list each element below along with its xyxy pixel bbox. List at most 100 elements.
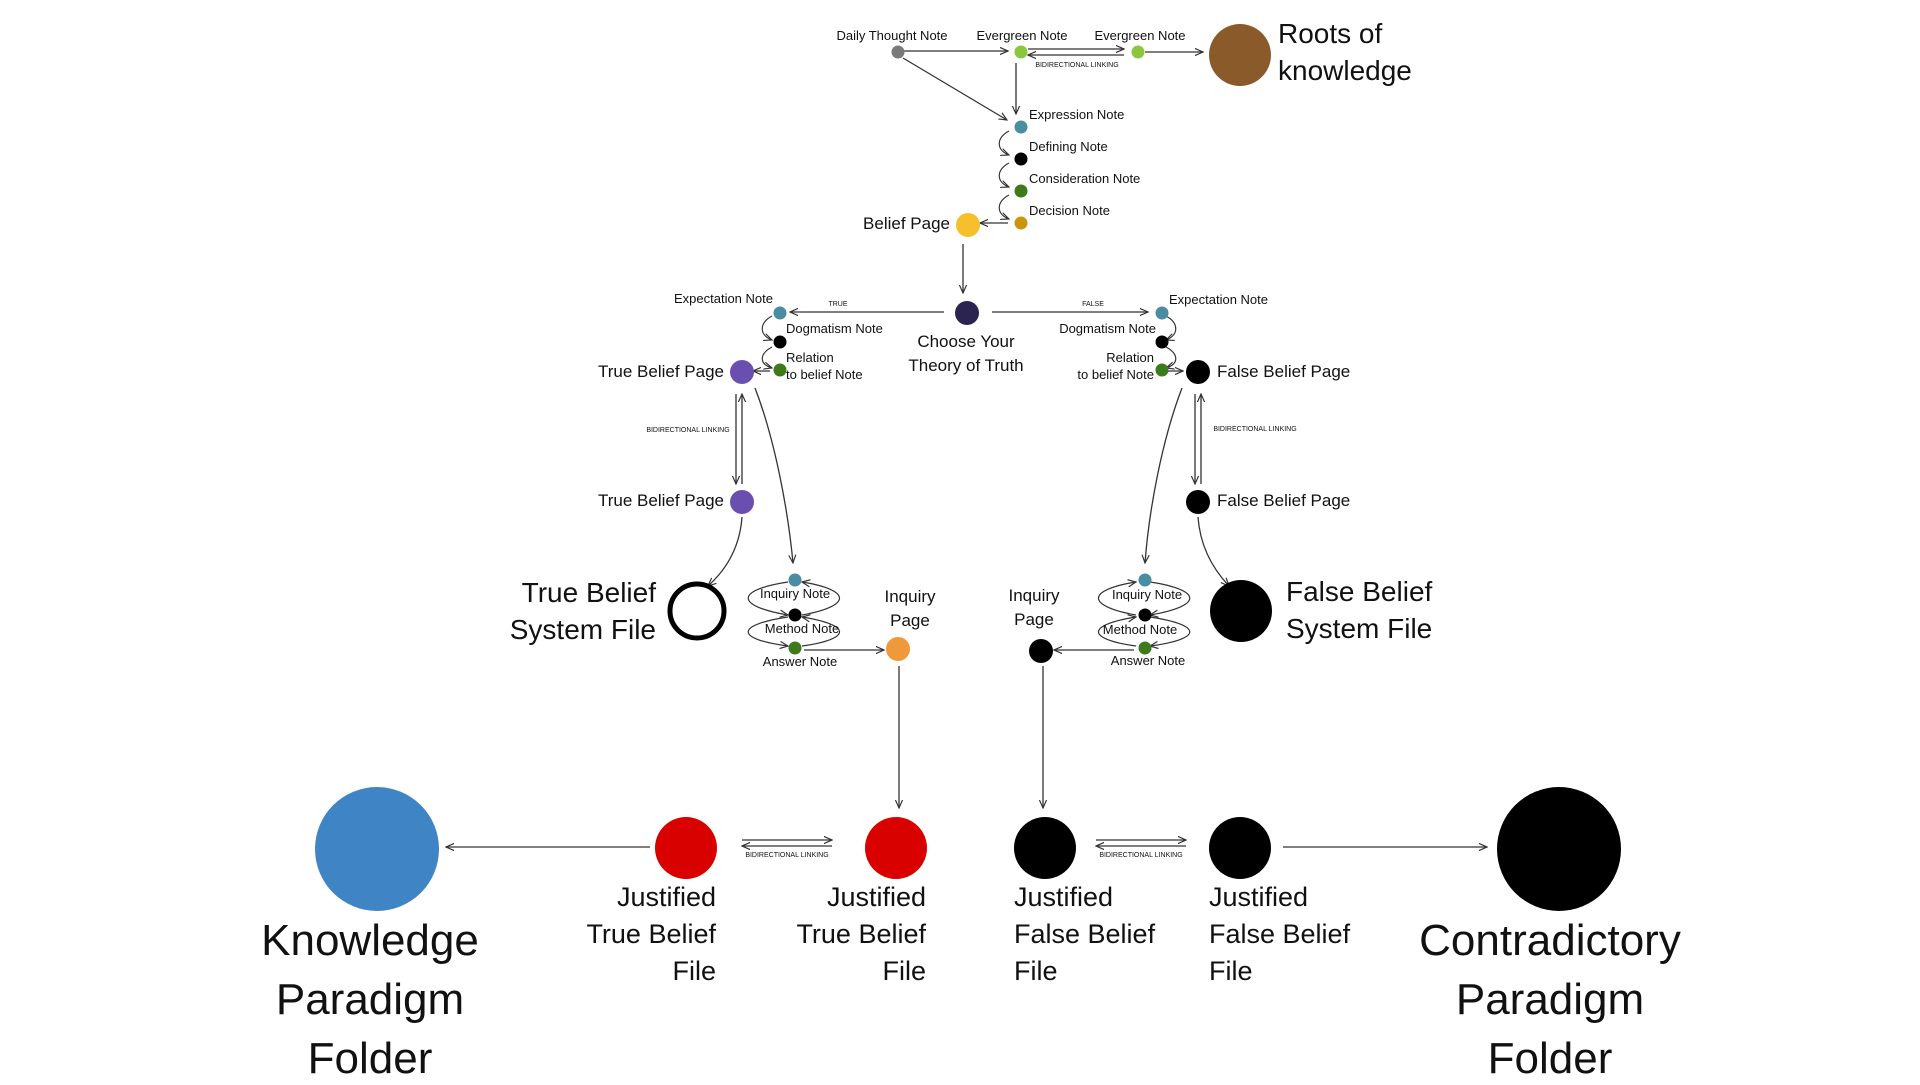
label-false-belief-page-2: False Belief Page <box>1217 491 1350 510</box>
node-jtb-1[interactable] <box>655 817 717 879</box>
loop-expectation-dogmatism-true <box>761 315 772 340</box>
label-line: False Belief <box>1209 919 1351 949</box>
node-dogmatism-false[interactable] <box>1155 335 1169 349</box>
node-defining[interactable] <box>1014 152 1028 166</box>
node-jfb-1[interactable] <box>1014 817 1076 879</box>
label-line: System File <box>510 614 656 645</box>
node-inquiry-false[interactable] <box>1138 573 1152 587</box>
edge-falsebelief1-to-inquiry <box>1145 387 1183 563</box>
label-expression: Expression Note <box>1029 107 1124 122</box>
edges: BIDIRECTIONAL LINKING TRUE FALSE BIDIREC… <box>446 49 1487 859</box>
node-evergreen-1[interactable] <box>1014 45 1028 59</box>
node-knowledge-paradigm-folder[interactable] <box>315 787 439 911</box>
node-false-belief-page-2[interactable] <box>1186 490 1210 514</box>
edge-label-bidirectional-false: BIDIRECTIONAL LINKING <box>1213 426 1296 433</box>
label-line: True Belief <box>522 577 657 608</box>
node-inquiry-page-true[interactable] <box>886 637 910 661</box>
label-true-belief-page-1: True Belief Page <box>598 362 724 381</box>
label-evergreen-1: Evergreen Note <box>976 28 1067 43</box>
label-line: True Belief <box>796 919 926 949</box>
edge-truebelief2-to-system <box>708 516 743 586</box>
edge-label-true: TRUE <box>828 301 847 308</box>
node-roots-of-knowledge[interactable] <box>1209 24 1271 86</box>
node-contradictory-paradigm-folder[interactable] <box>1497 787 1621 911</box>
loop-consideration-decision <box>998 194 1009 219</box>
node-daily-thought[interactable] <box>891 45 905 59</box>
node-answer-true[interactable] <box>788 641 802 655</box>
label-expectation-false: Expectation Note <box>1169 292 1268 307</box>
label-line: Justified <box>1209 882 1308 912</box>
node-method-false[interactable] <box>1138 608 1152 622</box>
label-answer-true: Answer Note <box>763 654 837 669</box>
label-dogmatism-false: Dogmatism Note <box>1059 321 1156 336</box>
label-evergreen-2: Evergreen Note <box>1094 28 1185 43</box>
node-jfb-2[interactable] <box>1209 817 1271 879</box>
loop-defining-consideration <box>998 162 1009 187</box>
label-decision: Decision Note <box>1029 203 1110 218</box>
node-consideration[interactable] <box>1014 184 1028 198</box>
loop-method-answer-true <box>747 616 788 646</box>
node-theory-of-truth[interactable] <box>955 301 979 325</box>
loop-expectation-dogmatism-false <box>1166 315 1177 340</box>
node-false-belief-page-1[interactable] <box>1186 360 1210 384</box>
label-belief-page: Belief Page <box>863 214 950 233</box>
label-line: Relation <box>1106 350 1154 365</box>
node-relation-true[interactable] <box>773 363 787 377</box>
label-line: knowledge <box>1278 55 1412 86</box>
node-expectation-false[interactable] <box>1155 306 1169 320</box>
edge-label-bidirectional-jfb: BIDIRECTIONAL LINKING <box>1099 852 1182 859</box>
label-defining: Defining Note <box>1029 139 1108 154</box>
label-line: False Belief <box>1286 576 1433 607</box>
label-line: Theory of Truth <box>908 356 1023 375</box>
loop-expression-defining <box>998 130 1009 155</box>
node-method-true[interactable] <box>788 608 802 622</box>
node-decision[interactable] <box>1014 216 1028 230</box>
node-evergreen-2[interactable] <box>1131 45 1145 59</box>
label-line: Choose Your <box>917 332 1015 351</box>
label-consideration: Consideration Note <box>1029 171 1140 186</box>
label-daily-thought: Daily Thought Note <box>836 28 947 43</box>
edge-label-bidirectional-top: BIDIRECTIONAL LINKING <box>1035 62 1118 69</box>
node-true-belief-page-1[interactable] <box>730 360 754 384</box>
label-relation-false: Relation to belief Note <box>1077 350 1154 382</box>
label-line: Roots of <box>1278 18 1382 49</box>
label-false-belief-page-1: False Belief Page <box>1217 362 1350 381</box>
node-relation-false[interactable] <box>1155 363 1169 377</box>
node-inquiry-true[interactable] <box>788 573 802 587</box>
node-answer-false[interactable] <box>1138 641 1152 655</box>
label-line: Paradigm <box>1456 975 1644 1024</box>
label-inquiry-true: Inquiry Note <box>760 586 830 601</box>
label-line: Justified <box>1014 882 1113 912</box>
label-inquiry-false: Inquiry Note <box>1112 587 1182 602</box>
loop-inquiry-method-true <box>747 581 788 615</box>
node-jtb-2[interactable] <box>865 817 927 879</box>
node-dogmatism-true[interactable] <box>773 335 787 349</box>
node-belief-page[interactable] <box>956 213 980 237</box>
node-true-belief-system[interactable] <box>667 581 727 641</box>
label-line: Inquiry <box>884 587 936 606</box>
label-true-belief-page-2: True Belief Page <box>598 491 724 510</box>
node-true-belief-page-2[interactable] <box>730 490 754 514</box>
node-false-belief-system[interactable] <box>1210 580 1272 642</box>
label-line: Justified <box>617 882 716 912</box>
label-line: to belief Note <box>1077 367 1154 382</box>
label-line: Page <box>1014 610 1054 629</box>
labels: Daily Thought Note Evergreen Note Evergr… <box>261 18 1681 1083</box>
edge-label-bidirectional-jtb: BIDIRECTIONAL LINKING <box>745 852 828 859</box>
node-inquiry-page-false[interactable] <box>1029 639 1053 663</box>
node-expression[interactable] <box>1014 120 1028 134</box>
label-line: Inquiry <box>1008 586 1060 605</box>
node-expectation-true[interactable] <box>773 306 787 320</box>
loop-dogmatism-relation-false <box>1166 346 1177 368</box>
label-answer-false: Answer Note <box>1111 653 1185 668</box>
label-line: File <box>882 956 926 986</box>
label-line: Folder <box>1488 1034 1613 1080</box>
label-line: System File <box>1286 613 1432 644</box>
